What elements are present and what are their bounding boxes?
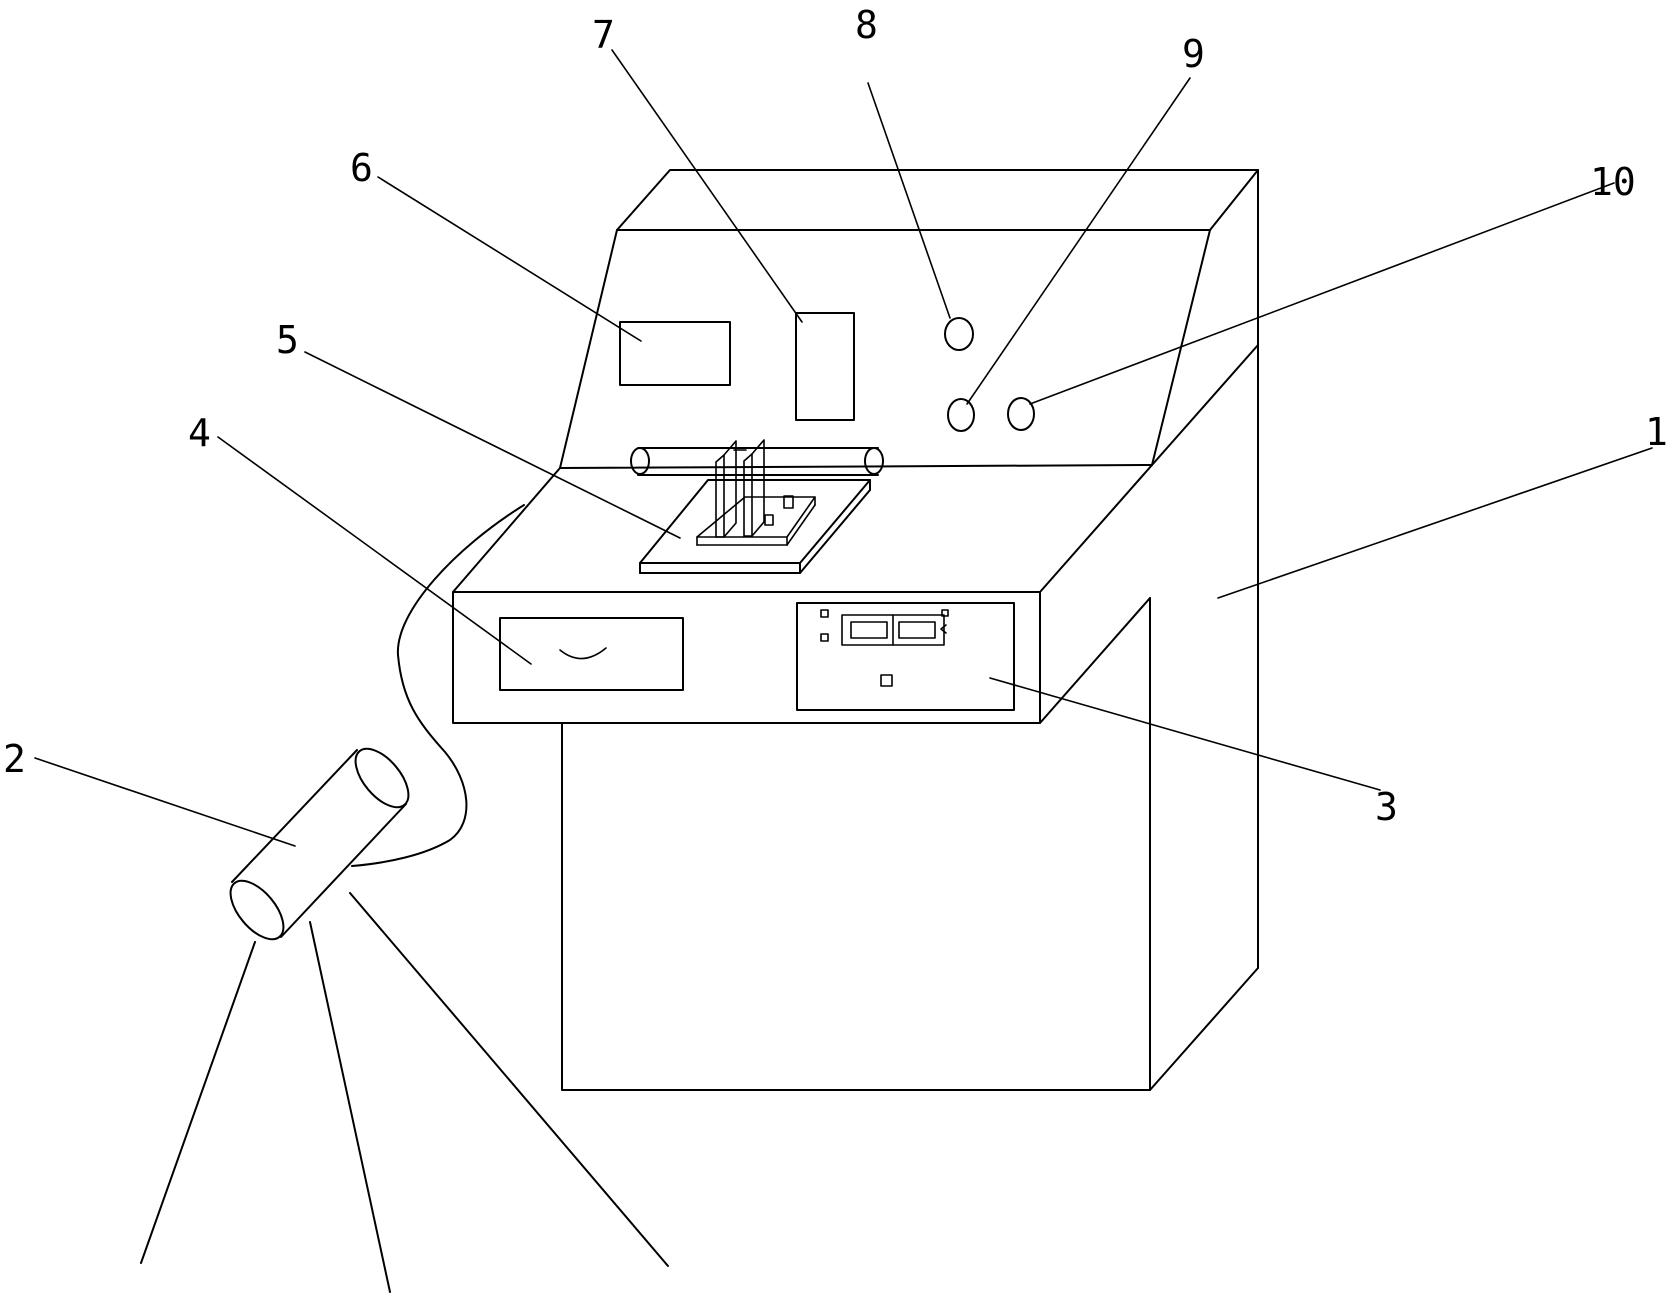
test-fixture — [640, 440, 870, 573]
lower-cabinet — [562, 598, 1150, 1090]
part-labels: 1 2 3 4 5 6 7 8 9 10 — [3, 3, 1666, 829]
knob-10 — [1008, 398, 1034, 430]
roller-bar — [631, 448, 883, 475]
cable — [352, 505, 524, 866]
control-box — [797, 603, 1014, 710]
label-4: 4 — [188, 411, 211, 455]
tripod — [141, 893, 668, 1292]
label-5: 5 — [276, 318, 299, 362]
knob-8 — [945, 318, 973, 350]
side-housing — [1150, 170, 1258, 1090]
label-1: 1 — [1645, 410, 1666, 454]
label-7: 7 — [592, 13, 615, 57]
knob-9 — [948, 399, 974, 431]
label-6: 6 — [350, 146, 373, 190]
work-table — [453, 465, 1152, 723]
label-10: 10 — [1590, 160, 1636, 204]
label-2: 2 — [3, 737, 26, 781]
upper-panel — [560, 170, 1258, 468]
viewing-window — [500, 618, 683, 690]
label-3: 3 — [1375, 785, 1398, 829]
label-8: 8 — [855, 3, 878, 47]
label-9: 9 — [1182, 32, 1205, 76]
display-screen — [620, 322, 730, 385]
meter-panel — [796, 313, 854, 420]
handheld-gun — [221, 740, 419, 949]
